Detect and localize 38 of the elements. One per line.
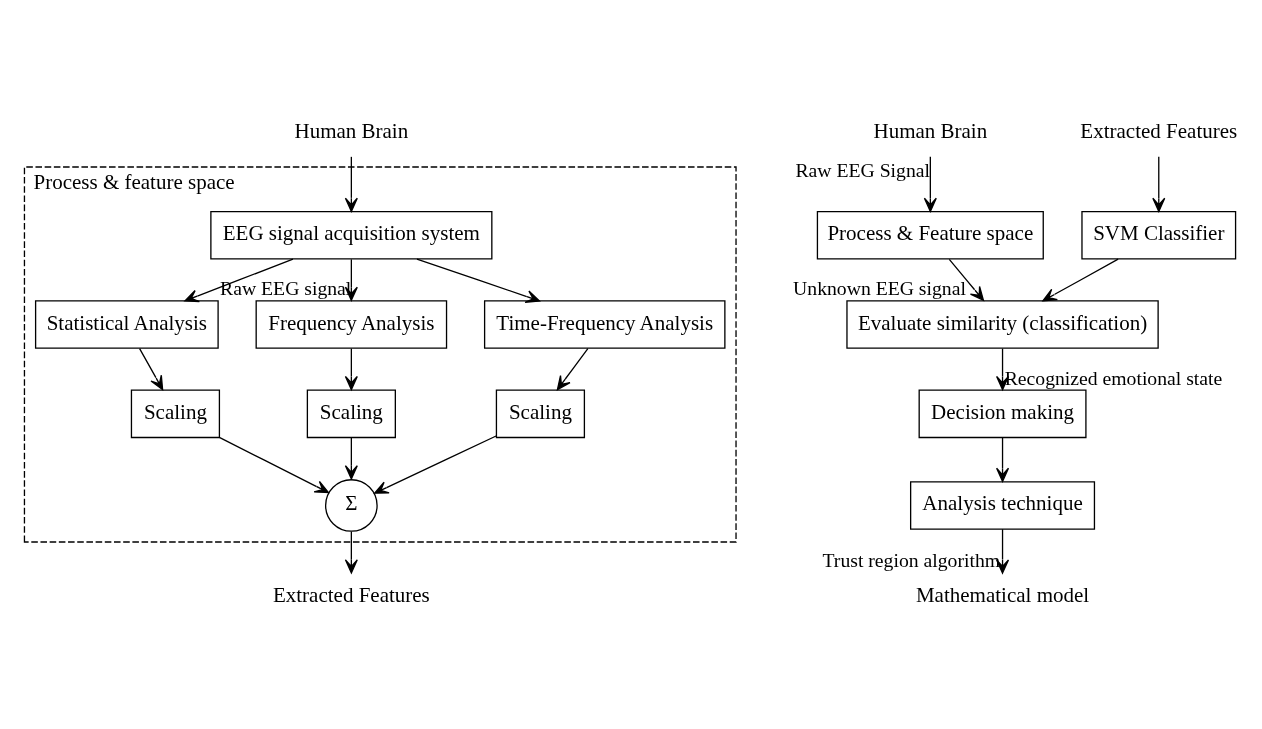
node-text: Human Brain (294, 118, 409, 143)
node-box: Scaling (306, 389, 396, 438)
edge-label: Raw EEG signal (220, 276, 352, 299)
arrow (138, 347, 164, 390)
arrow (948, 258, 985, 301)
node-box: SVM Classifier (1081, 210, 1237, 260)
node-box: EEG signal acquisition system (210, 210, 493, 260)
edge-label: Recognized emotional state (1004, 366, 1223, 389)
arrow (374, 434, 497, 494)
node-box: Frequency Analysis (255, 299, 448, 349)
arrow (344, 155, 358, 212)
arrow (416, 257, 541, 303)
node-box: Statistical Analysis (34, 299, 219, 349)
arrow (1042, 258, 1119, 301)
node-box: Decision making (918, 389, 1087, 438)
arrow (344, 530, 358, 574)
arrow (996, 436, 1010, 482)
node-text: Extracted Features (1080, 118, 1238, 143)
node-circle: Σ (324, 478, 378, 532)
edge-label: Raw EEG Signal (795, 158, 930, 181)
arrow (184, 258, 294, 302)
node-box: Scaling (495, 389, 586, 438)
node-box: Analysis technique (910, 480, 1096, 530)
edge-label: Unknown EEG signal (793, 276, 966, 299)
edge-label: Trust region algorithm (822, 548, 1001, 571)
node-text: Mathematical model (915, 582, 1090, 607)
arrow (219, 436, 330, 493)
node-text: Extracted Features (272, 582, 430, 607)
arrow (344, 347, 358, 390)
arrow (923, 155, 937, 212)
node-box: Evaluate similarity (classification) (846, 299, 1159, 349)
arrow (1152, 155, 1166, 212)
node-text: Human Brain (873, 118, 988, 143)
arrow (556, 347, 589, 390)
node-box: Process & Feature space (816, 210, 1044, 260)
node-box: Time-Frequency Analysis (483, 299, 726, 349)
node-box: Scaling (130, 389, 221, 438)
arrow (344, 436, 358, 480)
